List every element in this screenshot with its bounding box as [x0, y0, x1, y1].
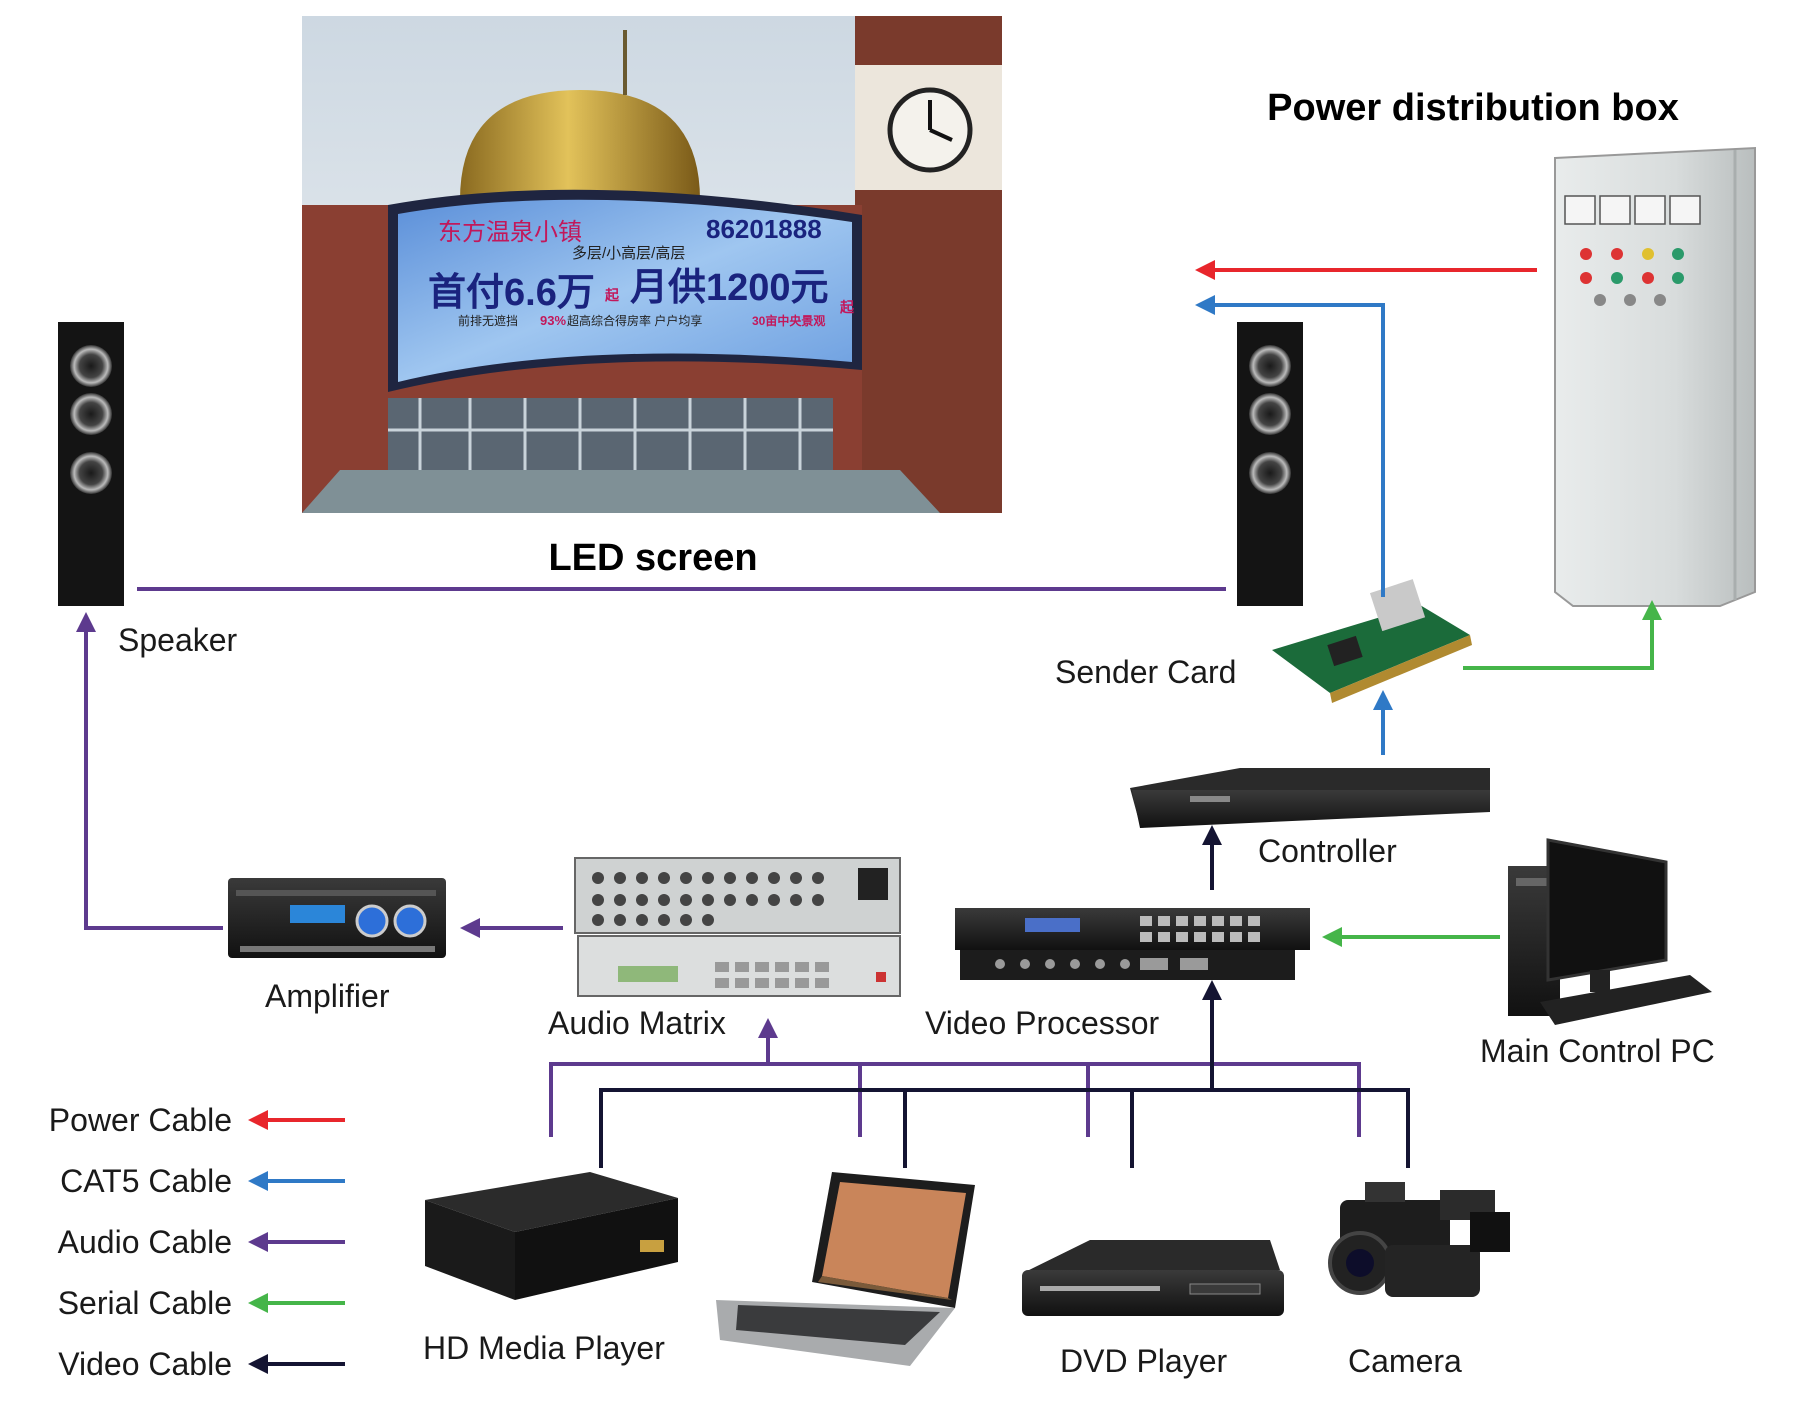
dvd-player-image: [1022, 1240, 1284, 1316]
led-screen-photo: 东方温泉小镇 86201888 多层/小高层/高层 首付6.6万 起 月供120…: [302, 16, 1002, 513]
legend-label-3: Serial Cable: [58, 1285, 232, 1321]
label-audio-matrix: Audio Matrix: [548, 1005, 726, 1041]
label-led-screen: LED screen: [548, 537, 757, 579]
label-controller: Controller: [1258, 833, 1397, 869]
amplifier-image: [228, 878, 446, 958]
legend-label-4: Video Cable: [58, 1346, 232, 1382]
audio-matrix-image: [574, 857, 901, 997]
speaker-left: [58, 322, 124, 606]
audio-cable-amplifier-speaker: [76, 612, 223, 930]
label-speaker: Speaker: [118, 622, 238, 658]
label-main-pc: Main Control PC: [1480, 1033, 1715, 1069]
speaker-right: [1237, 322, 1303, 606]
label-camera: Camera: [1348, 1343, 1462, 1379]
billboard-tag-b: 起: [839, 299, 855, 315]
label-dvd-player: DVD Player: [1060, 1343, 1228, 1379]
billboard-line3c: 超高综合得房率 户户均享: [567, 313, 702, 328]
billboard-offer-a: 首付6.6万: [428, 272, 595, 314]
label-hd-media-player: HD Media Player: [423, 1330, 665, 1366]
billboard-tag-a: 起: [604, 287, 620, 303]
main-control-pc-image: [1508, 838, 1712, 1025]
controller-image: [1130, 768, 1490, 828]
legend-label-2: Audio Cable: [58, 1224, 232, 1260]
label-video-processor: Video Processor: [925, 1005, 1160, 1041]
cat5-cable-line-sender: [1195, 295, 1385, 597]
billboard-brand: 东方温泉小镇: [438, 219, 582, 246]
label-amplifier: Amplifier: [265, 978, 390, 1014]
power-distribution-box-image: [1554, 146, 1756, 607]
billboard-line3d: 30亩中央景观: [752, 313, 825, 328]
hd-media-player-image: [425, 1172, 678, 1300]
laptop-image: [716, 1172, 975, 1366]
camera-image: [1328, 1182, 1510, 1297]
billboard-line3b: 93%: [540, 313, 566, 328]
billboard-line3a: 前排无遮挡: [458, 313, 518, 328]
legend-label-0: Power Cable: [49, 1102, 232, 1138]
billboard-sub: 多层/小高层/高层: [572, 245, 685, 262]
video-cable-bus: [599, 1088, 1410, 1168]
billboard-phone: 86201888: [706, 214, 822, 244]
serial-cable-line-power: [1463, 600, 1662, 670]
label-sender-card: Sender Card: [1055, 654, 1236, 690]
audio-cable-bus: [549, 1062, 1361, 1137]
label-power-box: Power distribution box: [1267, 87, 1679, 129]
legend-label-1: CAT5 Cable: [60, 1163, 232, 1199]
billboard-offer-b: 月供1200元: [630, 267, 829, 309]
video-processor-image: [955, 908, 1310, 980]
